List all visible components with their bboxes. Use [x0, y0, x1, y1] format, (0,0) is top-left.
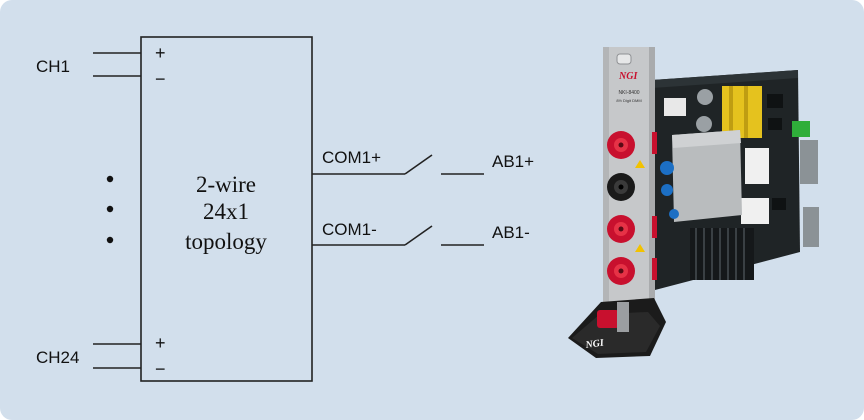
ch1-plus-sign: +: [155, 43, 166, 63]
panel-brand-logo: NGI: [618, 71, 638, 82]
terminal-red-1: [607, 131, 635, 159]
ellipsis-dot: [106, 205, 114, 213]
terminal-black: [607, 173, 635, 201]
handle-brand-logo: NGI: [584, 337, 606, 351]
ejector-handle: NGI: [568, 298, 666, 358]
ch1-minus-sign: −: [155, 69, 166, 89]
ch24-plus-sign: +: [155, 333, 166, 353]
com1-minus-label: COM1-: [322, 220, 377, 239]
transformer: [722, 86, 762, 138]
topology-block: [140, 36, 313, 382]
com1-plus-switch-blade: [404, 154, 433, 175]
warning-icon: [635, 244, 645, 252]
terminal-red-2: [607, 215, 635, 243]
ch24-label: CH24: [36, 348, 79, 367]
heat-sink: [690, 228, 754, 280]
block-text-line-2: 24x1: [203, 199, 249, 224]
green-connector: [792, 121, 810, 137]
ab1-plus-label: AB1+: [492, 152, 534, 171]
ch24-minus-sign: −: [155, 359, 166, 379]
metal-shield: [672, 130, 742, 222]
com1-plus-label: COM1+: [322, 148, 381, 167]
dmm-module-image: NGI NKI-8400 8½ Digit DMM: [568, 47, 819, 358]
com1-minus-switch-blade: [404, 225, 433, 246]
warning-icon: [635, 160, 645, 168]
ch1-label: CH1: [36, 57, 70, 76]
panel-subtitle: 8½ Digit DMM: [616, 98, 641, 103]
panel-screw: [616, 53, 632, 65]
terminal-red-3: [607, 257, 635, 285]
ab1-minus-label: AB1-: [492, 223, 530, 242]
panel-model: NKI-8400: [618, 90, 639, 96]
block-text-line-1: 2-wire: [196, 172, 256, 197]
ellipsis-dot: [106, 236, 114, 244]
ellipsis-dot: [106, 175, 114, 183]
block-text-line-3: topology: [185, 229, 267, 254]
